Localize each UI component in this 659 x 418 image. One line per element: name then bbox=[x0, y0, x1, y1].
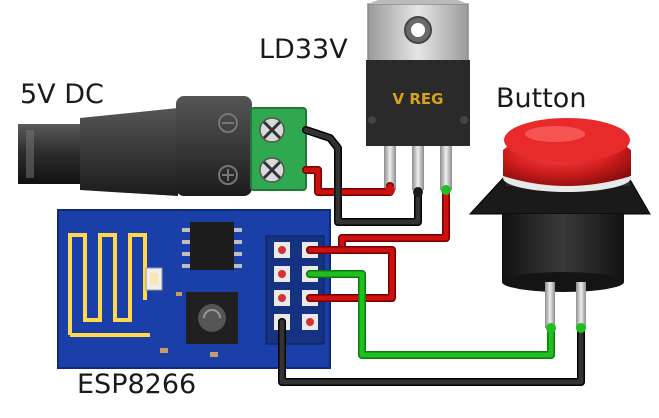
smd-resistor bbox=[160, 348, 168, 353]
ld33v-regulator bbox=[366, 0, 470, 190]
pcb-antenna bbox=[68, 233, 150, 337]
espressif-logo-icon bbox=[198, 304, 226, 332]
wire-gnd bbox=[279, 319, 584, 385]
button-cap-highlight bbox=[525, 126, 585, 142]
mounting-hole-center bbox=[411, 23, 425, 37]
logo-arc bbox=[203, 309, 221, 319]
flash-chip-pins bbox=[182, 228, 242, 268]
led-lens bbox=[150, 273, 158, 285]
regulator-body bbox=[366, 60, 470, 146]
regulator-pin-input bbox=[384, 146, 396, 190]
smd-resistor bbox=[210, 352, 218, 357]
heatsink-notch bbox=[368, 0, 468, 4]
wire-vcc-chpd bbox=[307, 247, 395, 301]
esp8266-board bbox=[57, 209, 331, 369]
body-dimple bbox=[368, 116, 376, 124]
wire-gpio bbox=[307, 271, 554, 358]
screw-slot bbox=[262, 160, 282, 180]
regulator-marking: V REG bbox=[393, 90, 444, 108]
body-dimple bbox=[460, 116, 468, 124]
regulator-label: LD33V bbox=[259, 34, 348, 65]
mcu-label: ESP8266 bbox=[77, 369, 197, 400]
regulator-pin-ground bbox=[412, 146, 424, 190]
wires bbox=[278, 126, 585, 386]
smd-resistor bbox=[176, 292, 182, 296]
dc-barrel-jack bbox=[18, 96, 307, 196]
button-housing-bottom bbox=[502, 272, 624, 292]
minus-icon bbox=[218, 113, 238, 133]
button-pin-b bbox=[576, 282, 586, 328]
wire-end-caps bbox=[385, 185, 586, 333]
jack-housing bbox=[176, 96, 252, 196]
power-label: 5V DC bbox=[20, 79, 104, 110]
screw-slot bbox=[262, 120, 282, 140]
push-button bbox=[468, 118, 651, 328]
button-housing bbox=[502, 214, 624, 282]
regulator-pin-output bbox=[440, 146, 452, 190]
jack-sleeve-highlight bbox=[26, 130, 34, 178]
flash-chip bbox=[190, 222, 234, 270]
wire-jack-negative bbox=[303, 127, 421, 225]
jack-taper bbox=[80, 108, 178, 196]
button-pin-a bbox=[545, 282, 555, 328]
button-label: Button bbox=[496, 83, 587, 114]
plus-icon bbox=[218, 165, 238, 185]
